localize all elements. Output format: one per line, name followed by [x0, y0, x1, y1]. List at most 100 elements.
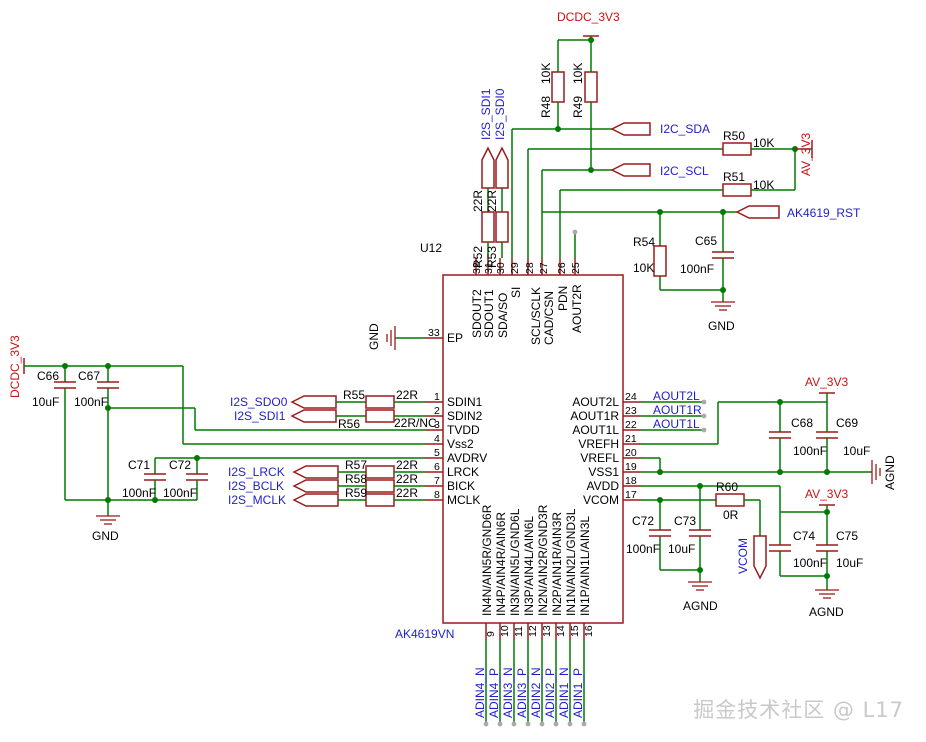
svg-text:C74: C74 [793, 529, 815, 543]
svg-text:C67: C67 [78, 369, 100, 383]
svg-text:AGND: AGND [809, 605, 844, 619]
svg-text:13: 13 [541, 625, 553, 637]
svg-text:14: 14 [555, 625, 567, 637]
svg-text:ADIN4_N: ADIN4_N [473, 667, 487, 718]
svg-text:24: 24 [625, 391, 637, 403]
svg-text:R60: R60 [716, 480, 738, 494]
dcdc-3v3-top: DCDC_3V3 [557, 10, 620, 72]
svg-text:4: 4 [434, 433, 440, 445]
c72: C72 100nF [626, 500, 671, 570]
svg-text:R54: R54 [633, 235, 655, 249]
ep-gnd: GND [367, 323, 425, 350]
svg-text:100nF: 100nF [122, 486, 156, 500]
svg-text:33: 33 [428, 327, 440, 339]
svg-text:22R: 22R [471, 190, 485, 212]
svg-text:IN2P/AIN1R/AIN3R: IN2P/AIN1R/AIN3R [550, 512, 564, 616]
i2s-mclk: I2S_MCLK R59 22R [228, 486, 425, 507]
svg-text:AVDRV: AVDRV [447, 451, 487, 465]
svg-text:AOUT2L: AOUT2L [572, 395, 619, 409]
svg-text:C65: C65 [695, 234, 717, 248]
svg-text:IN3N/AIN5L/GND6L: IN3N/AIN5L/GND6L [508, 508, 522, 616]
svg-text:AOUT1R: AOUT1R [570, 409, 619, 423]
svg-text:VREFH: VREFH [578, 437, 619, 451]
c74: C74 100nF [769, 512, 827, 576]
svg-text:ADIN2_N: ADIN2_N [529, 667, 543, 718]
c75: C75 10uF [780, 512, 863, 590]
svg-text:11: 11 [513, 626, 525, 637]
svg-text:10K: 10K [753, 136, 774, 150]
bottom-pins: 9 10 11 12 13 14 15 16 IN4N/AIN5R/GND6R … [480, 504, 595, 640]
av-3v3-right-lower: AV_3V3 [779, 487, 848, 515]
svg-text:26: 26 [556, 262, 568, 274]
svg-text:SDIN2: SDIN2 [447, 409, 483, 423]
svg-text:10K: 10K [539, 63, 553, 84]
c71: C72 100nF [155, 455, 425, 501]
r51: R51 10K [722, 170, 774, 197]
right-pins: 24 23 22 21 20 19 18 17 AOUT2L AOUT1R AO… [570, 391, 641, 507]
svg-text:IN2N/AIN2R/GND3R: IN2N/AIN2R/GND3R [536, 504, 550, 616]
svg-text:EP: EP [447, 331, 463, 345]
c70: C71 100nF [122, 458, 166, 500]
svg-text:AGND: AGND [683, 599, 718, 613]
svg-text:R57: R57 [345, 458, 367, 472]
svg-text:22R/NC: 22R/NC [394, 416, 437, 430]
svg-text:SDOUT2: SDOUT2 [470, 289, 484, 338]
svg-text:25: 25 [570, 262, 582, 274]
svg-text:R55: R55 [343, 388, 365, 402]
svg-text:10: 10 [499, 625, 511, 637]
gnd-symbol-top: GND [708, 301, 735, 333]
svg-text:100nF: 100nF [74, 395, 108, 409]
svg-text:GND: GND [708, 319, 735, 333]
c66: C66 10uF [32, 366, 76, 500]
svg-text:8: 8 [434, 489, 440, 501]
svg-text:100nF: 100nF [626, 542, 660, 556]
svg-text:Vss2: Vss2 [447, 437, 474, 451]
svg-text:30: 30 [495, 262, 507, 274]
svg-text:10uF: 10uF [836, 556, 863, 570]
i2s-bclk: I2S_BCLK R58 22R [228, 472, 425, 493]
svg-text:C66: C66 [37, 369, 59, 383]
svg-text:ADIN1_P: ADIN1_P [571, 668, 585, 718]
svg-text:R58: R58 [345, 472, 367, 486]
svg-text:21: 21 [625, 433, 637, 445]
svg-text:31: 31 [483, 262, 495, 274]
svg-text:VREFL: VREFL [580, 451, 619, 465]
svg-text:I2S_LRCK: I2S_LRCK [228, 465, 285, 479]
gnd-symbol-left: GND [92, 515, 120, 543]
svg-text:ADIN4_P: ADIN4_P [487, 668, 501, 718]
svg-text:AV_3V3: AV_3V3 [805, 487, 848, 501]
svg-text:I2S_SDO0: I2S_SDO0 [230, 395, 288, 409]
svg-text:AOUT2L: AOUT2L [653, 389, 700, 403]
vcom-flag: VCOM [736, 535, 767, 580]
svg-text:SDIN1: SDIN1 [447, 395, 483, 409]
svg-text:AVDD: AVDD [587, 479, 620, 493]
vss1-agnd: AGND [641, 455, 897, 490]
dcdc-3v3-left: DCDC_3V3 [8, 335, 425, 445]
svg-text:IN1P/AIN1L/AIN3L: IN1P/AIN1L/AIN3L [578, 516, 592, 616]
agnd-symbol-mid: AGND [683, 581, 718, 613]
svg-text:AV_3V3: AV_3V3 [805, 375, 848, 389]
svg-text:ADIN2_P: ADIN2_P [543, 668, 557, 718]
svg-text:PDN: PDN [556, 286, 570, 311]
svg-text:R53: R53 [485, 246, 499, 268]
svg-text:SCL/SCLK: SCL/SCLK [529, 287, 543, 345]
svg-text:AGND: AGND [883, 455, 897, 490]
svg-text:DCDC_3V3: DCDC_3V3 [8, 335, 22, 398]
chip-value: AK4619VN [395, 627, 454, 641]
svg-text:20: 20 [625, 447, 637, 459]
rst-flag: AK4619_RST [735, 205, 861, 220]
svg-text:32: 32 [471, 262, 483, 274]
i2s-sdi1-left: I2S_SDI1 R56 22R/NC [234, 409, 437, 431]
svg-text:MCLK: MCLK [447, 493, 480, 507]
svg-text:C71: C71 [128, 458, 150, 472]
agnd-symbol-right: AGND [809, 589, 844, 619]
svg-text:C73: C73 [674, 514, 696, 528]
svg-text:3: 3 [434, 419, 440, 431]
svg-text:R56: R56 [338, 417, 360, 431]
svg-text:15: 15 [569, 625, 581, 637]
svg-text:9: 9 [485, 631, 497, 637]
svg-text:C72: C72 [169, 458, 191, 472]
svg-text:10K: 10K [633, 261, 654, 275]
svg-text:22R: 22R [396, 486, 418, 500]
svg-text:I2S_SDI1: I2S_SDI1 [479, 88, 493, 140]
